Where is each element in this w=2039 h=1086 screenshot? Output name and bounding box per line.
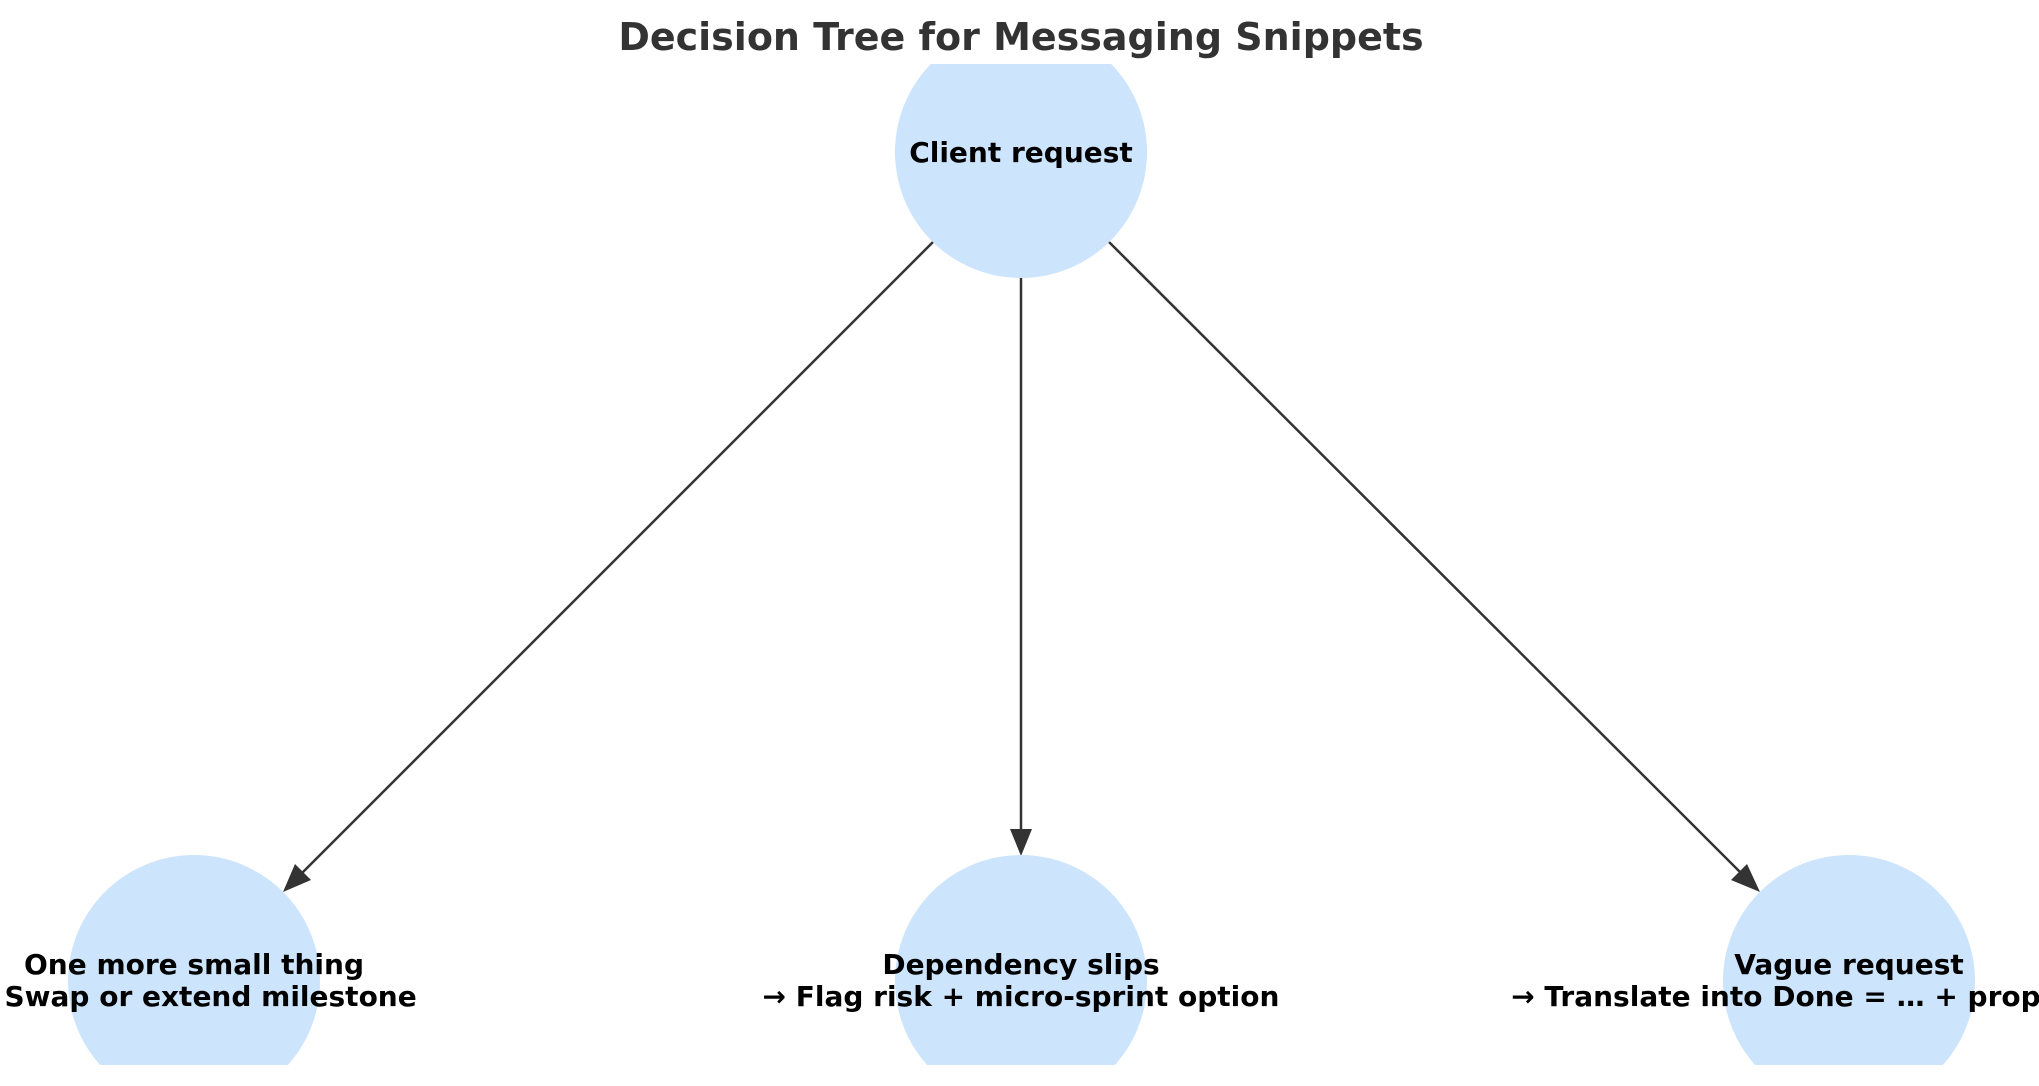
- edge-root-to-middle: [1010, 278, 1032, 856]
- node-label-flag-risk: → Flag risk + micro-sprint option: [763, 980, 1280, 1013]
- node-label-swap-or-extend: → Swap or extend milestone: [0, 980, 417, 1013]
- node-client-request: [895, 64, 1147, 278]
- edge-root-to-right: [1108, 241, 1760, 892]
- edge-root-to-left: [283, 241, 934, 892]
- node-dependency-slips: [895, 855, 1147, 1065]
- node-label-dependency-slips: Dependency slips: [882, 948, 1159, 981]
- node-label-one-more-small-thing: One more small thing: [24, 948, 364, 981]
- node-label-client-request: Client request: [909, 136, 1133, 169]
- diagram-title: Decision Tree for Messaging Snippets: [618, 15, 1423, 59]
- node-label-vague-request: Vague request: [1734, 948, 1964, 981]
- node-vague-request: [1723, 855, 1975, 1065]
- node-one-more-small-thing: [68, 855, 320, 1065]
- node-label-translate-into-done: → Translate into Done = … + propose swap: [1511, 980, 2039, 1013]
